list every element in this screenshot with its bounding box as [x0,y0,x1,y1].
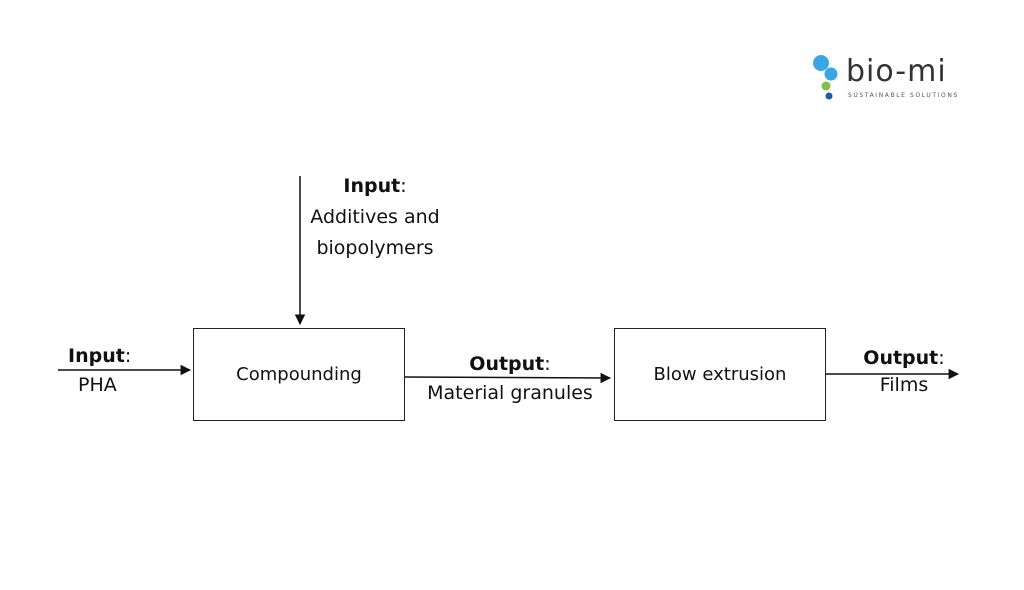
logo-bubble-medium [824,67,838,81]
blow-extrusion-box: Blow extrusion [614,328,826,421]
top-input-label: Input: Additives and biopolymers [300,175,450,259]
left-input-head: Input [68,345,125,367]
arrow-mid-output [404,372,612,384]
left-input-value: PHA [78,373,117,396]
top-input-line2: biopolymers [316,236,434,259]
top-input-line1: Additives and [310,205,440,228]
right-output-label: Output: Films [856,347,952,397]
logo-bubbles-icon [813,55,838,100]
logo-bubble-tiny [825,92,833,100]
top-input-head: Input [343,175,401,197]
logo-bubble-small [821,81,831,91]
logo-bubble-large [813,55,829,71]
bio-mi-logo: bio-mi SUSTAINABLE SOLUTIONS [812,54,962,104]
blow-extrusion-label: Blow extrusion [653,364,787,385]
right-output-head: Output [863,347,939,369]
compounding-box: Compounding [193,328,405,421]
mid-output-head: Output [469,353,545,375]
left-input-label: Input: PHA [68,345,132,396]
logo-text: bio-mi [846,54,947,89]
logo-tagline: SUSTAINABLE SOLUTIONS [848,92,959,99]
mid-output-value: Material granules [427,381,593,404]
compounding-label: Compounding [236,364,362,385]
right-output-value: Films [879,373,929,396]
mid-output-label: Output: Material granules [414,353,606,405]
